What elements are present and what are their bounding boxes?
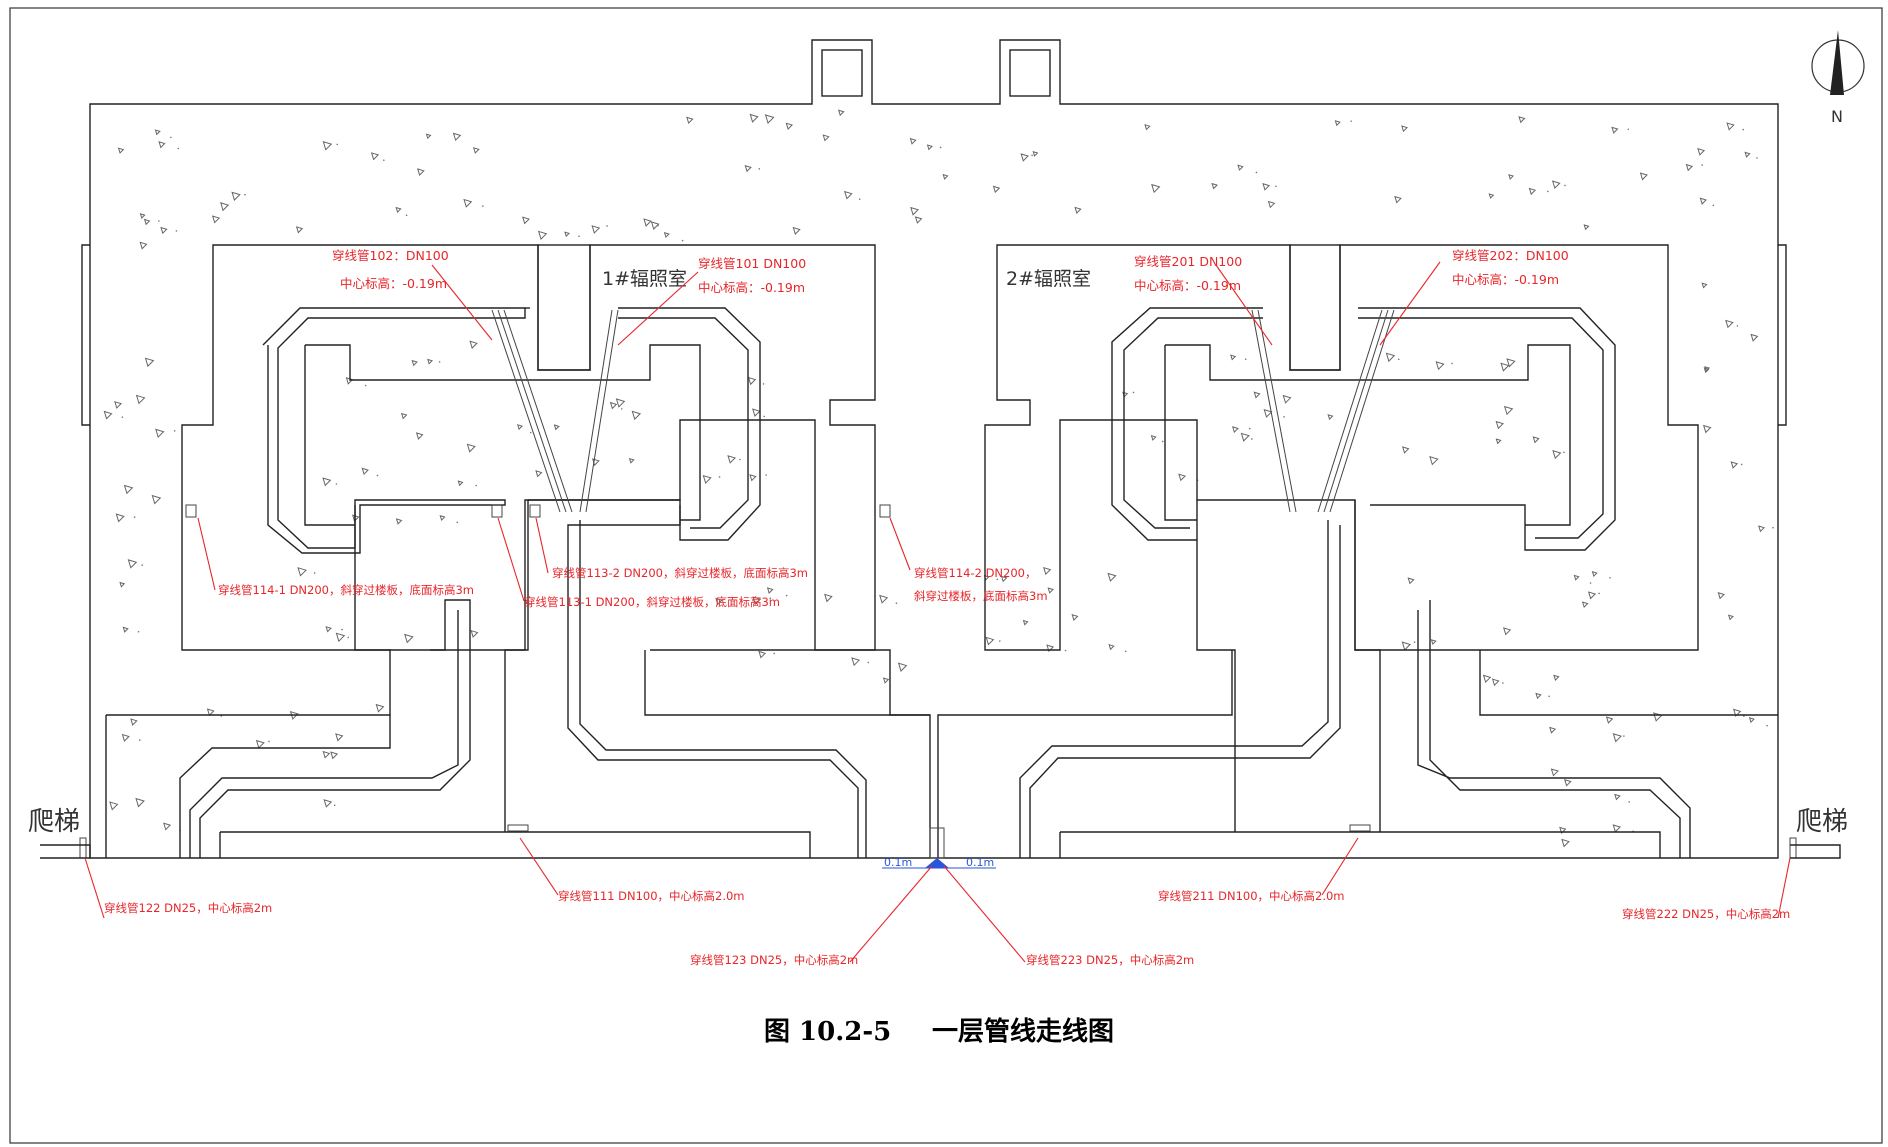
ladder-left-label: 爬梯	[28, 807, 80, 837]
annotation-114-2-line2: 斜穿过楼板，底面标高3m	[914, 589, 1048, 603]
annotation-202-line1: 穿线管202：DN100	[1452, 248, 1569, 263]
annotation-211: 穿线管211 DN100，中心标高2.0m	[1158, 889, 1345, 903]
annotation-202-line2: 中心标高：-0.19m	[1452, 272, 1559, 287]
annotation-123: 穿线管123 DN25，中心标高2m	[690, 953, 858, 967]
annotation-101-line2: 中心标高：-0.19m	[698, 280, 805, 295]
annotation-122: 穿线管122 DN25，中心标高2m	[104, 901, 272, 915]
annotation-101-line1: 穿线管101 DN100	[698, 256, 806, 271]
annotation-222: 穿线管222 DN25，中心标高2m	[1622, 907, 1790, 921]
annotation-223: 穿线管223 DN25，中心标高2m	[1026, 953, 1194, 967]
annotation-102-line2: 中心标高：-0.19m	[340, 276, 447, 291]
ladder-left: 爬梯	[28, 807, 91, 859]
dimension-right: 0.1m	[966, 856, 994, 869]
annotations: 穿线管102：DN100 中心标高：-0.19m 穿线管101 DN100 中心…	[104, 248, 1790, 967]
roof-box-right	[1009, 49, 1051, 97]
conduit-lines	[491, 309, 1395, 513]
annotation-102-line1: 穿线管102：DN100	[332, 248, 449, 263]
room-1-walls	[105, 244, 931, 858]
annotation-201-line2: 中心标高：-0.19m	[1134, 278, 1241, 293]
dimension-markers: 0.1m 0.1m	[882, 856, 996, 869]
north-arrow-icon: N	[1811, 30, 1865, 126]
room-2-label: 2#辐照室	[1006, 268, 1091, 290]
ladder-right-label: 爬梯	[1796, 807, 1848, 837]
concrete-texture	[103, 109, 1774, 848]
caption-number: 图 10.2-5	[764, 1017, 891, 1047]
building-outline	[89, 39, 1779, 859]
figure-caption: 图 10.2-5 一层管线走线图	[764, 1017, 1114, 1047]
annotation-113-2: 穿线管113-2 DN200，斜穿过楼板，底面标高3m	[552, 566, 808, 580]
left-wall-notch	[81, 244, 90, 426]
right-wall-notch	[1778, 244, 1787, 426]
ladder-right: 爬梯	[1790, 807, 1848, 859]
drawing-frame	[9, 7, 1883, 1144]
caption-title: 一层管线走线图	[932, 1017, 1114, 1047]
annotation-201-line1: 穿线管201 DN100	[1134, 254, 1242, 269]
leader-lines	[84, 261, 1791, 963]
north-label: N	[1831, 107, 1843, 126]
roof-box-left	[821, 49, 863, 97]
annotation-113-1: 穿线管113-1 DN200，斜穿过楼板，底面标高3m	[524, 595, 780, 609]
pipe-markers	[79, 504, 1797, 859]
dimension-left: 0.1m	[884, 856, 912, 869]
annotation-114-1: 穿线管114-1 DN200，斜穿过楼板，底面标高3m	[218, 583, 474, 597]
annotation-114-2-line1: 穿线管114-2 DN200，	[914, 566, 1036, 580]
annotation-111: 穿线管111 DN100，中心标高2.0m	[558, 889, 745, 903]
room-2-walls	[937, 244, 1778, 858]
room-1-label: 1#辐照室	[602, 268, 687, 290]
